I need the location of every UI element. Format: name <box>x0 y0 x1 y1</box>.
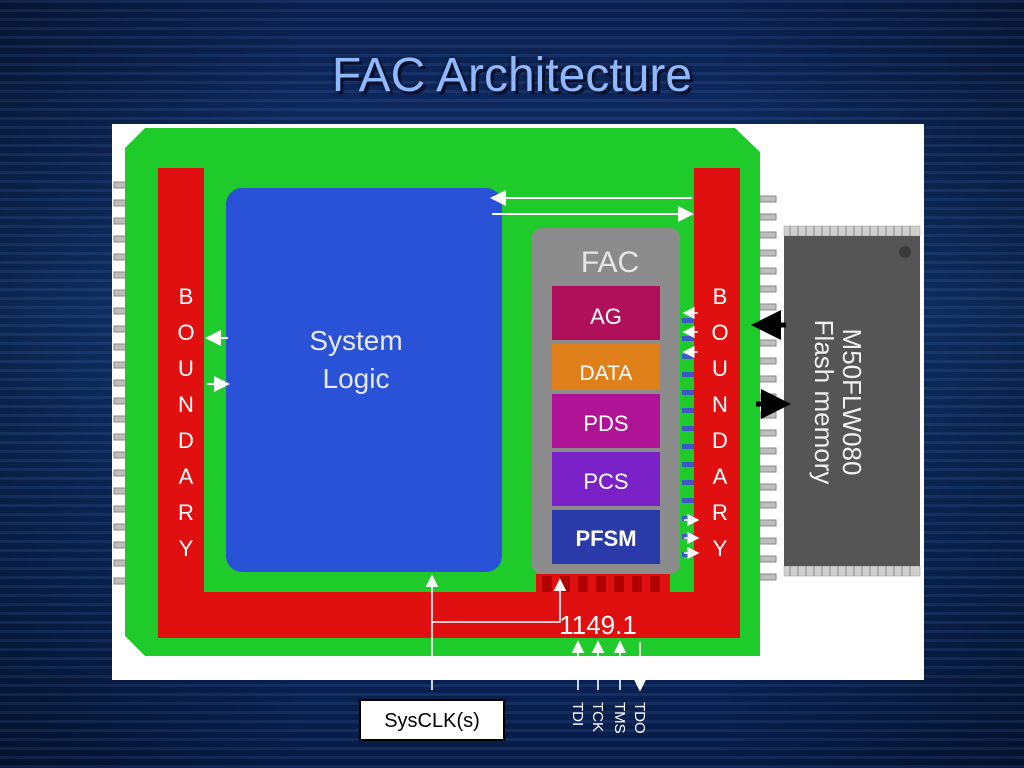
boundary-letter: R <box>178 500 194 525</box>
boundary-letter: O <box>177 320 194 345</box>
flash-chip: M50FLW080 Flash memory <box>783 225 921 577</box>
boundary-letter: Y <box>713 536 728 561</box>
boundary-letter: A <box>179 464 194 489</box>
pin-tdi-label: TDI <box>569 702 586 726</box>
sysclk-routing <box>425 574 567 690</box>
module-data-label: DATA <box>580 362 633 385</box>
module-pfsm-label: PFSM <box>575 526 636 551</box>
boundary-letter: U <box>178 356 194 381</box>
fac-boundary-arrows <box>682 307 700 559</box>
boundary-label-right: B O U N D A R Y <box>711 284 728 561</box>
pin-tms-label: TMS <box>611 702 628 734</box>
flash-chip-bottom-pins <box>783 565 921 577</box>
slide-title: FAC Architecture <box>331 49 693 102</box>
sysclk-box <box>359 699 505 741</box>
system-logic-block <box>226 188 502 572</box>
flash-chip-body <box>784 236 920 566</box>
system-logic-label-line1: System <box>309 325 402 356</box>
flash-chip-pin-ticks <box>789 226 911 576</box>
boundary-letter: O <box>711 320 728 345</box>
boundary-letter: B <box>179 284 194 309</box>
boundary-letter: R <box>712 500 728 525</box>
pin-tck-label: TCK <box>589 702 606 732</box>
system-logic-label-line2: Logic <box>323 363 390 394</box>
boundary-letter: B <box>713 284 728 309</box>
sysclk-label: SysCLK(s) <box>384 710 480 732</box>
module-pcs <box>552 452 660 506</box>
module-pfsm <box>552 510 660 564</box>
module-pds <box>552 394 660 448</box>
flash-chip-label-line2: Flash memory <box>809 320 839 485</box>
jtag-pin-labels: TDI TCK TMS TDO <box>569 702 648 734</box>
boundary-letter: U <box>712 356 728 381</box>
boundary-ring <box>158 168 740 638</box>
jtag-pin-lines <box>571 640 647 692</box>
boundary-letter: N <box>178 392 194 417</box>
boundary-letter: Y <box>179 536 194 561</box>
module-data <box>552 344 660 390</box>
right-board-pins <box>759 195 777 581</box>
flash-chip-top-pins <box>783 225 921 237</box>
fac-modules <box>552 286 660 564</box>
boundary-letter: A <box>713 464 728 489</box>
jtag-label: 1149.1 <box>559 610 637 640</box>
pin-tdo-label: TDO <box>631 702 648 734</box>
left-pins <box>113 181 129 585</box>
flash-chip-notch <box>899 246 911 258</box>
boundary-letter: D <box>712 428 728 453</box>
boundary-label-left: B O U N D A R Y <box>177 284 194 561</box>
boundary-letter: D <box>178 428 194 453</box>
module-ag-label: AG <box>590 304 622 329</box>
module-pcs-label: PCS <box>583 469 628 494</box>
fac-title: FAC <box>581 246 639 279</box>
module-pds-label: PDS <box>583 411 628 436</box>
module-ag <box>552 286 660 340</box>
flash-chip-label-line1: M50FLW080 <box>837 329 867 476</box>
fac-module-labels: AG DATA PDS PCS PFSM <box>575 304 636 551</box>
boundary-letter: N <box>712 392 728 417</box>
